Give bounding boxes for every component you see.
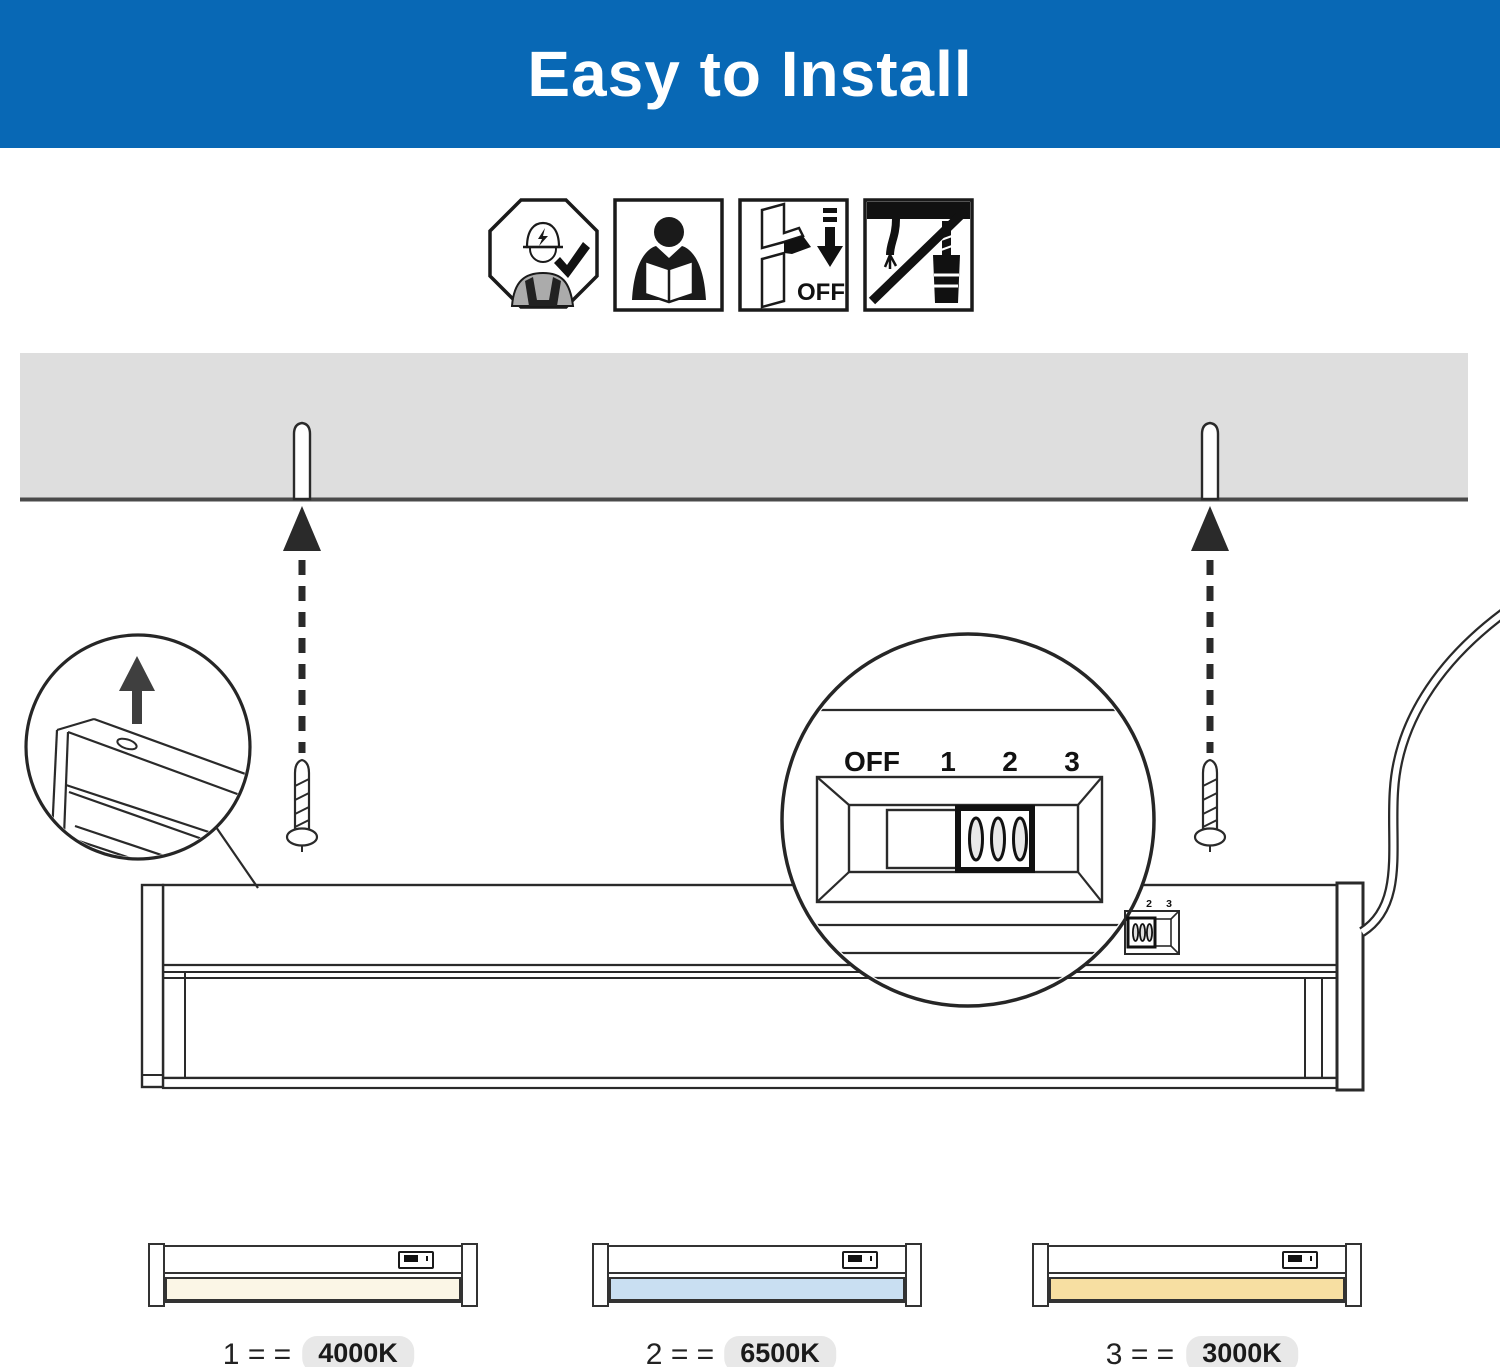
light-fixture	[140, 881, 1365, 1092]
mini-end-cap	[905, 1243, 922, 1307]
mounting-point-left	[283, 423, 321, 852]
mini-switch	[842, 1251, 878, 1269]
mini-end-cap	[1032, 1243, 1049, 1307]
cct-slider-switch	[815, 775, 1104, 904]
switch-label-2: 2	[1002, 746, 1018, 777]
fixture-switch: 2 3	[1124, 898, 1180, 955]
mini-lens-6500k	[609, 1277, 905, 1301]
caption-position-3: 3 = =	[1105, 1338, 1175, 1367]
mini-end-cap	[148, 1243, 165, 1307]
page-title: Easy to Install	[527, 38, 973, 110]
mini-switch	[398, 1251, 434, 1269]
keyhole-slot	[116, 737, 138, 751]
switch-label-off: OFF	[844, 746, 900, 777]
switch-magnifier: OFF 1 2 3	[780, 632, 1156, 1008]
mini-end-cap	[461, 1243, 478, 1307]
mini-lens-3000k	[1049, 1277, 1345, 1301]
read-manual-icon	[613, 198, 724, 312]
power-cord	[1358, 609, 1500, 937]
safety-icons-row: OFF	[487, 196, 975, 314]
badge-4000k: 4000K	[302, 1336, 414, 1367]
badge-3000k: 3000K	[1186, 1336, 1298, 1367]
keyhole-magnifier	[24, 633, 252, 861]
fixture-variant-4000k	[148, 1243, 478, 1307]
mounting-point-right	[1191, 423, 1229, 852]
fixture-variant-3000k	[1032, 1243, 1362, 1307]
magnifier-leader-line	[215, 826, 259, 889]
slider-grip	[955, 805, 1035, 873]
caption-position-2: 2 = =	[645, 1338, 715, 1367]
fixture-variant-6500k	[592, 1243, 922, 1307]
fixture-switch-label-3: 3	[1166, 898, 1172, 910]
switch-label-1: 1	[940, 746, 956, 777]
mini-end-cap	[1345, 1243, 1362, 1307]
qualified-electrician-icon	[488, 198, 599, 309]
mini-switch	[1282, 1251, 1318, 1269]
right-end-cap	[1335, 881, 1365, 1092]
badge-6500k: 6500K	[724, 1336, 836, 1367]
up-arrow	[119, 656, 155, 724]
header-banner: Easy to Install	[0, 0, 1500, 148]
mini-lens-4000k	[165, 1277, 461, 1301]
mini-end-cap	[592, 1243, 609, 1307]
no-drilling-live-wire-icon	[863, 198, 974, 312]
ceiling-band	[20, 353, 1468, 502]
switch-label-3: 3	[1064, 746, 1080, 777]
fixture-switch-label-2: 2	[1146, 898, 1152, 910]
off-label: OFF	[797, 279, 845, 306]
left-end-cap	[140, 883, 165, 1089]
slider-body	[885, 808, 960, 870]
power-off-icon: OFF	[738, 198, 849, 312]
caption-position-1: 1 = =	[222, 1338, 292, 1367]
